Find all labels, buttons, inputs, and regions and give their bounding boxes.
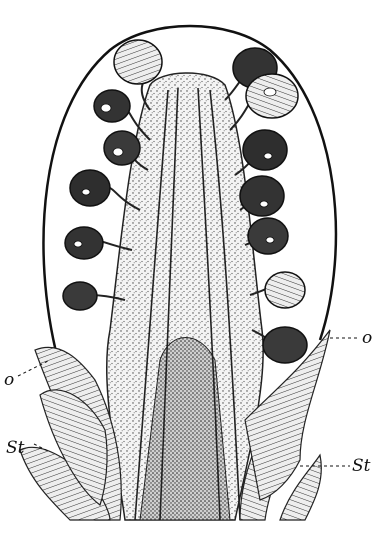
label-o-right: o xyxy=(362,330,372,347)
label-st-left: St xyxy=(6,440,24,457)
label-st-right: St xyxy=(352,458,370,475)
label-o-left: o xyxy=(4,372,14,389)
